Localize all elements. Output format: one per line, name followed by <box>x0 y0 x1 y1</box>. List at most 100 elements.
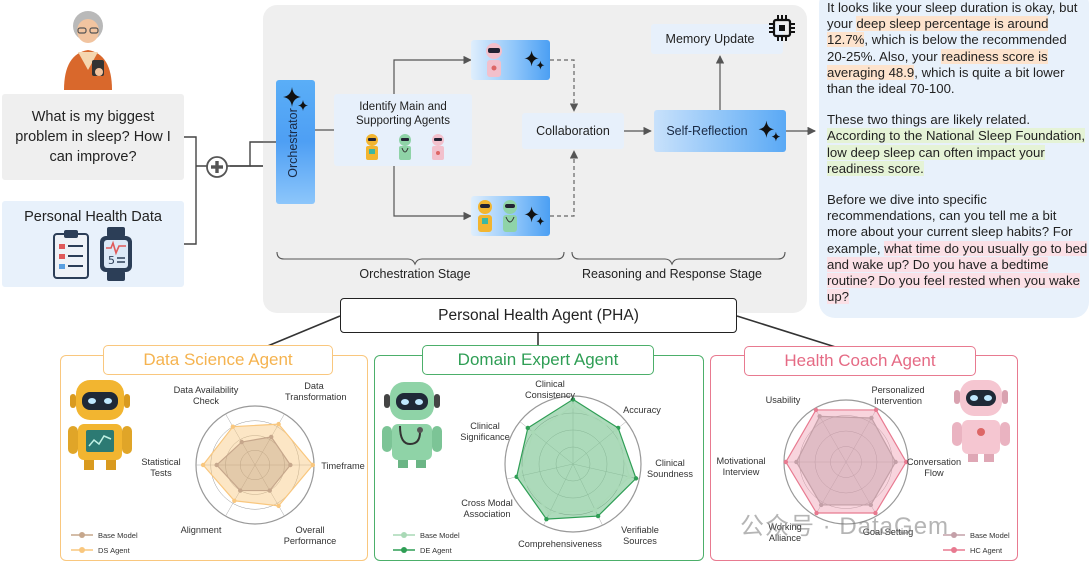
legend-agent-marker <box>393 547 415 553</box>
legend-base-marker <box>943 532 965 538</box>
radar-point <box>570 404 576 409</box>
radar-point <box>873 407 879 413</box>
axis-label: Clinical Significance <box>460 421 510 442</box>
radar-point <box>813 407 819 413</box>
radar-point <box>819 502 824 508</box>
radar-point <box>869 415 874 421</box>
user-question: What is my biggest problem in sleep? How… <box>2 94 184 180</box>
axis-label: Data Availability Check <box>173 385 239 406</box>
smartwatch-icon: 5 <box>100 227 132 281</box>
health-data-title: Personal Health Data <box>24 209 162 225</box>
radar-point <box>817 414 822 419</box>
axis-label: Clinical Soundness <box>647 458 693 479</box>
identify-agents-label: Identify Main and Supporting Agents <box>356 101 450 127</box>
radar-point <box>517 473 523 479</box>
user-avatar-icon <box>64 11 112 90</box>
radar-point <box>200 462 206 468</box>
axis-label: Accuracy <box>623 405 661 415</box>
legend-base-marker <box>393 532 415 538</box>
orchestration-stage-label: Orchestration Stage <box>359 267 471 281</box>
axis-label: Usability <box>765 395 801 405</box>
radar-spoke <box>225 413 256 466</box>
axis-label: Statistical Tests <box>141 457 181 478</box>
legend-agent-label: DS Agent <box>98 546 130 555</box>
radar-point <box>269 434 274 440</box>
radar-point <box>794 459 799 465</box>
chip-icon <box>769 15 795 41</box>
radar-point <box>547 510 552 516</box>
radar-point <box>868 502 873 508</box>
agent-series <box>516 398 637 520</box>
axis-label: Data Transformation <box>285 381 347 402</box>
axis-label: Clinical Consistency <box>524 379 576 400</box>
health-data-card: Personal Health Data 5 <box>2 201 184 287</box>
radar-point <box>239 439 244 445</box>
memory-update-box: Memory Update <box>651 24 783 54</box>
agent-robots-icon <box>366 134 444 160</box>
radar-point <box>288 462 293 468</box>
radar-point <box>544 516 549 522</box>
pha-label: Personal Health Agent (PHA) <box>340 298 737 333</box>
response-paragraph-3: Before we dive into specific recommendat… <box>827 192 1088 305</box>
axis-label: Comprehensiveness <box>518 539 602 549</box>
axis-label: Goal Setting <box>862 527 914 537</box>
sparkle-icon <box>758 120 781 142</box>
legend-base-marker <box>71 532 93 538</box>
axis-label: Verifiable Sources <box>621 525 659 546</box>
collaboration-box: Collaboration <box>522 113 624 149</box>
radar-spoke <box>543 463 574 526</box>
watermark: 公众号 · DataGem <box>740 513 950 540</box>
radar-point <box>613 427 618 433</box>
health-coach-robot-icon <box>952 380 1010 462</box>
radar-point <box>214 462 219 468</box>
orchestrator-label: Orchestrator <box>286 108 300 178</box>
data-science-radar-chart <box>195 405 316 525</box>
radar-point <box>232 498 237 503</box>
radar-point <box>633 476 639 481</box>
radar-point <box>525 425 531 431</box>
domain-expert-robot-icon <box>382 382 442 468</box>
axis-label: Conversation Flow <box>906 457 962 478</box>
axis-label: Cross Modal Association <box>461 498 513 519</box>
response-paragraph-1: It looks like your sleep duration is oka… <box>827 0 1078 97</box>
radar-point <box>238 488 243 493</box>
data-science-title: Data Science Agent <box>103 345 333 375</box>
axis-label: Timeframe <box>321 461 365 471</box>
radar-point <box>276 421 281 427</box>
clipboard-icon <box>53 230 89 279</box>
main-agent-box <box>471 40 550 80</box>
radar-point <box>903 459 909 465</box>
domain-expert-title: Domain Expert Agent <box>422 345 654 375</box>
health-coach-robot-icon <box>486 43 502 77</box>
reasoning-stage-label: Reasoning and Response Stage <box>582 267 762 281</box>
response-paragraph-2: These two things are likely related. Acc… <box>827 112 1086 176</box>
radar-point <box>267 488 272 493</box>
merge-plus-icon <box>206 156 228 178</box>
axis-label: Overall Performance <box>283 525 337 546</box>
legend-agent-marker <box>943 547 965 553</box>
radar-point <box>514 474 519 480</box>
axis-label: Personalized Intervention <box>871 385 925 406</box>
radar-point <box>310 462 316 468</box>
legend-agent-marker <box>71 547 93 553</box>
radar-point <box>627 474 632 480</box>
radar-point <box>595 513 601 519</box>
radar-point <box>814 510 819 516</box>
sparkle-icon <box>283 87 308 111</box>
base-model-series <box>519 405 631 514</box>
svg-text:5: 5 <box>108 254 115 267</box>
radar-point <box>783 459 789 465</box>
axis-label: Alignment <box>180 525 222 535</box>
legend-base-label: Base Model <box>98 531 138 540</box>
highlight-sleep-foundation: According to the National Sleep Foundati… <box>827 128 1086 176</box>
legend-agent-label: HC Agent <box>970 546 1003 555</box>
health-coach-title: Health Coach Agent <box>744 346 976 376</box>
axis-label: Working Alliance <box>768 522 802 543</box>
domain-expert-radar-chart <box>504 395 642 533</box>
legend-base-label: Base Model <box>970 531 1010 540</box>
radar-point <box>570 397 576 402</box>
radar-point <box>230 424 236 429</box>
radar-point <box>276 503 281 509</box>
radar-point <box>530 430 536 435</box>
